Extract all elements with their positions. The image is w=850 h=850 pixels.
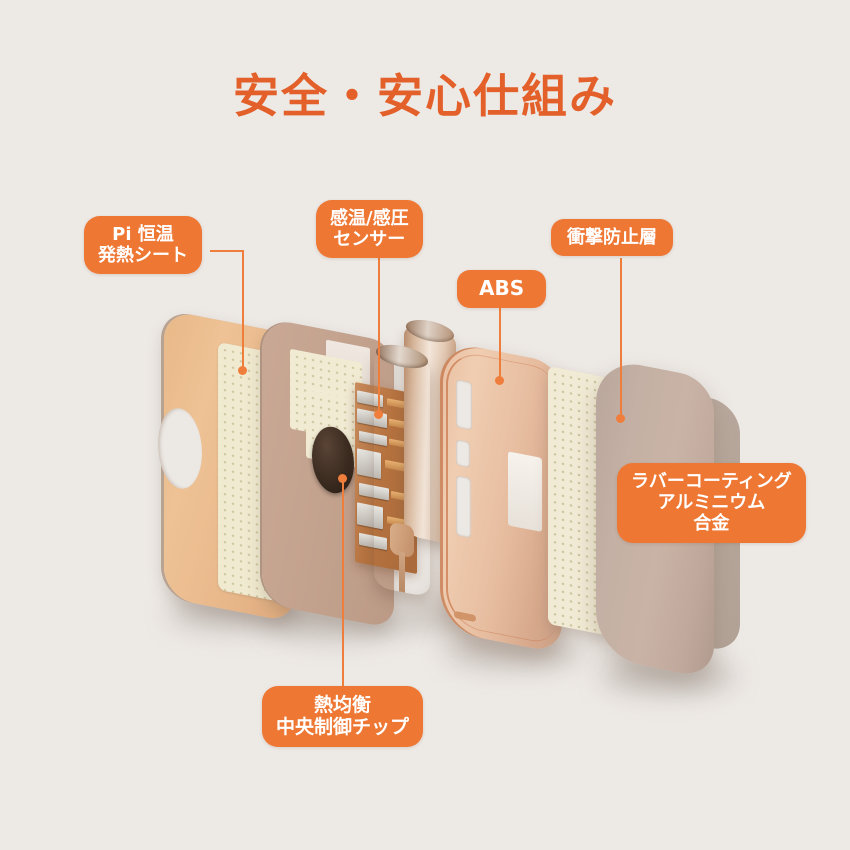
- abs-port-cutout: [456, 379, 472, 431]
- callout-control-chip[interactable]: 熱均衡 中央制御チップ: [262, 686, 424, 747]
- abs-display-window: [508, 451, 542, 532]
- callout-heating-sheet-line2: 発熱シート: [98, 245, 188, 267]
- callout-rubber-aluminium-line1: ラバーコーティング: [631, 471, 792, 492]
- callout-shock-layer-line1: 衝撃防止層: [567, 227, 657, 248]
- leader-line-shock-layer: [620, 258, 622, 420]
- callout-rubber-aluminium-line3: 合金: [693, 513, 730, 535]
- heating-sheet-cutout: [158, 404, 202, 493]
- callout-heating-sheet[interactable]: Pi 恒温 発熱シート: [84, 216, 202, 275]
- leader-line-control-chip: [342, 478, 344, 688]
- abs-port-cutout: [456, 439, 470, 468]
- callout-heating-sheet-line1: Pi 恒温: [112, 224, 174, 245]
- callout-abs[interactable]: ABS: [457, 270, 547, 308]
- leader-dot-sensor: [374, 410, 383, 419]
- leader-dot-heating-sheet: [238, 366, 247, 375]
- callout-shock-layer[interactable]: 衝撃防止層: [551, 219, 673, 257]
- leader-dot-control-chip: [338, 474, 347, 483]
- callout-sensor[interactable]: 感温/感圧 センサー: [316, 200, 423, 259]
- callout-control-chip-line1: 熱均衡: [314, 694, 372, 716]
- leader-dot-abs: [495, 376, 504, 385]
- leader-line-abs: [499, 308, 501, 380]
- callout-abs-line1: ABS: [479, 276, 525, 300]
- callout-rubber-aluminium-line2: アルミニウム: [657, 492, 766, 514]
- layer-abs-shell: [440, 340, 562, 654]
- abs-port-cutout: [456, 475, 471, 539]
- callout-sensor-line1: 感温/感圧: [330, 208, 409, 229]
- callout-sensor-line2: センサー: [333, 229, 406, 251]
- leader-dot-shock-layer: [616, 414, 625, 423]
- leader-line-sensor: [378, 252, 380, 414]
- battery-cap: [406, 316, 454, 346]
- battery-tab-stem: [399, 551, 405, 593]
- leader-line-heating-sheet-vertical: [242, 250, 244, 370]
- callout-control-chip-line2: 中央制御チップ: [276, 716, 410, 739]
- leader-line-heating-sheet-horizontal: [210, 250, 244, 252]
- battery-cell-front: [374, 340, 430, 598]
- callout-rubber-aluminium[interactable]: ラバーコーティング アルミニウム 合金: [617, 463, 806, 543]
- page-title: 安全・安心仕組み: [233, 69, 617, 123]
